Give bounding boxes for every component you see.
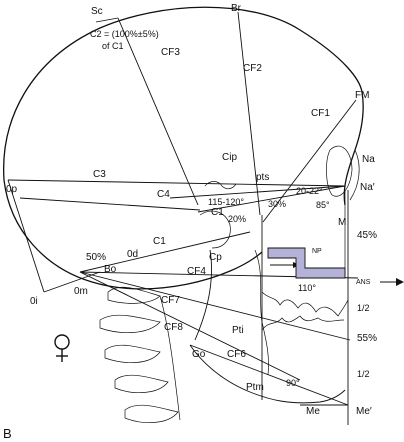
value-30: 30%: [268, 199, 286, 209]
ramus: [194, 249, 213, 341]
annotation-c2-sub: of C1: [102, 41, 124, 51]
label-om: 0m: [74, 286, 88, 297]
value-half-bottom: 1/2: [357, 369, 370, 379]
line-cf8: [79, 271, 301, 381]
pterygoid: [254, 249, 269, 376]
figure-letter: B: [3, 426, 12, 441]
value-55: 55%: [357, 333, 377, 344]
value-85: 85°: [316, 200, 330, 210]
label-cf2: CF2: [243, 63, 262, 74]
line-sc-ring: [95, 17, 119, 23]
lower-teeth: [261, 315, 345, 331]
palatal-highlight: [267, 247, 346, 279]
orbit: [326, 145, 353, 197]
line-fh: [169, 185, 346, 199]
label-oi: 0i: [30, 296, 38, 307]
label-cf7: CF7: [161, 295, 180, 306]
label-c1-upper: C1: [211, 207, 224, 218]
value-45: 45%: [357, 230, 377, 241]
value-20: 20%: [228, 214, 246, 224]
label-cp: Cp: [209, 252, 222, 263]
label-cf1: CF1: [311, 108, 330, 119]
line-cf1: [262, 99, 357, 223]
vertebra-2: [99, 314, 161, 334]
value-115-120: 115-120°: [208, 197, 244, 207]
label-go: Go: [192, 349, 206, 360]
label-m: M: [338, 217, 346, 228]
line-c1-upper: [197, 185, 346, 213]
label-cf3: CF3: [161, 47, 180, 58]
skull-outline: [3, 6, 364, 290]
line-c4: [19, 197, 201, 211]
line-cf3: [117, 17, 199, 206]
label-c3: C3: [93, 169, 106, 180]
line-cf7: [79, 271, 351, 341]
value-20-22: 20-22°: [296, 186, 323, 196]
label-op: 0p: [6, 184, 18, 195]
line-c1: [79, 231, 251, 273]
value-90: 90°: [286, 378, 300, 388]
line-c3: [7, 179, 346, 187]
label-pts: pts: [256, 172, 269, 183]
upper-teeth: [261, 291, 349, 317]
vertebra-5: [124, 404, 179, 423]
line-oi-op: [7, 179, 45, 293]
label-cf4: CF4: [187, 266, 206, 277]
ans-arrowhead: [396, 278, 404, 286]
label-ans: ANS: [356, 279, 371, 286]
label-br: Br: [231, 3, 242, 14]
label-na-prime: Na′: [360, 182, 375, 193]
label-na: Na: [362, 154, 375, 165]
label-cip: Cip: [222, 152, 237, 163]
value-50: 50%: [86, 252, 106, 263]
mandible: [189, 344, 346, 404]
label-np: NP: [312, 248, 322, 255]
value-half-top: 1/2: [357, 303, 370, 313]
female-symbol-icon: [54, 334, 70, 362]
value-110: 110°: [298, 283, 316, 293]
label-bo: Bo: [104, 264, 117, 275]
label-od: 0d: [127, 249, 138, 260]
line-cf2: [237, 11, 261, 216]
label-sc: Sc: [91, 6, 103, 17]
label-ptm: Ptm: [246, 382, 264, 393]
line-cf6: [189, 344, 349, 406]
label-c1: C1: [153, 236, 166, 247]
label-me-prime: Me′: [356, 406, 372, 417]
label-pti: Pti: [232, 325, 244, 336]
nasal: [349, 149, 360, 201]
sella: [204, 181, 237, 190]
line-oi-om: [43, 271, 101, 293]
label-me: Me: [306, 406, 320, 417]
vertebra-3: [104, 344, 161, 363]
label-cf8: CF8: [164, 322, 183, 333]
spine-line: [159, 295, 181, 421]
label-fm: FM: [355, 90, 369, 101]
annotation-c2: C2 = (100%±5%): [90, 29, 159, 39]
vertebra-4: [114, 374, 169, 393]
label-cf6: CF6: [227, 349, 246, 360]
condyle: [199, 210, 231, 249]
label-c4: C4: [157, 189, 170, 200]
